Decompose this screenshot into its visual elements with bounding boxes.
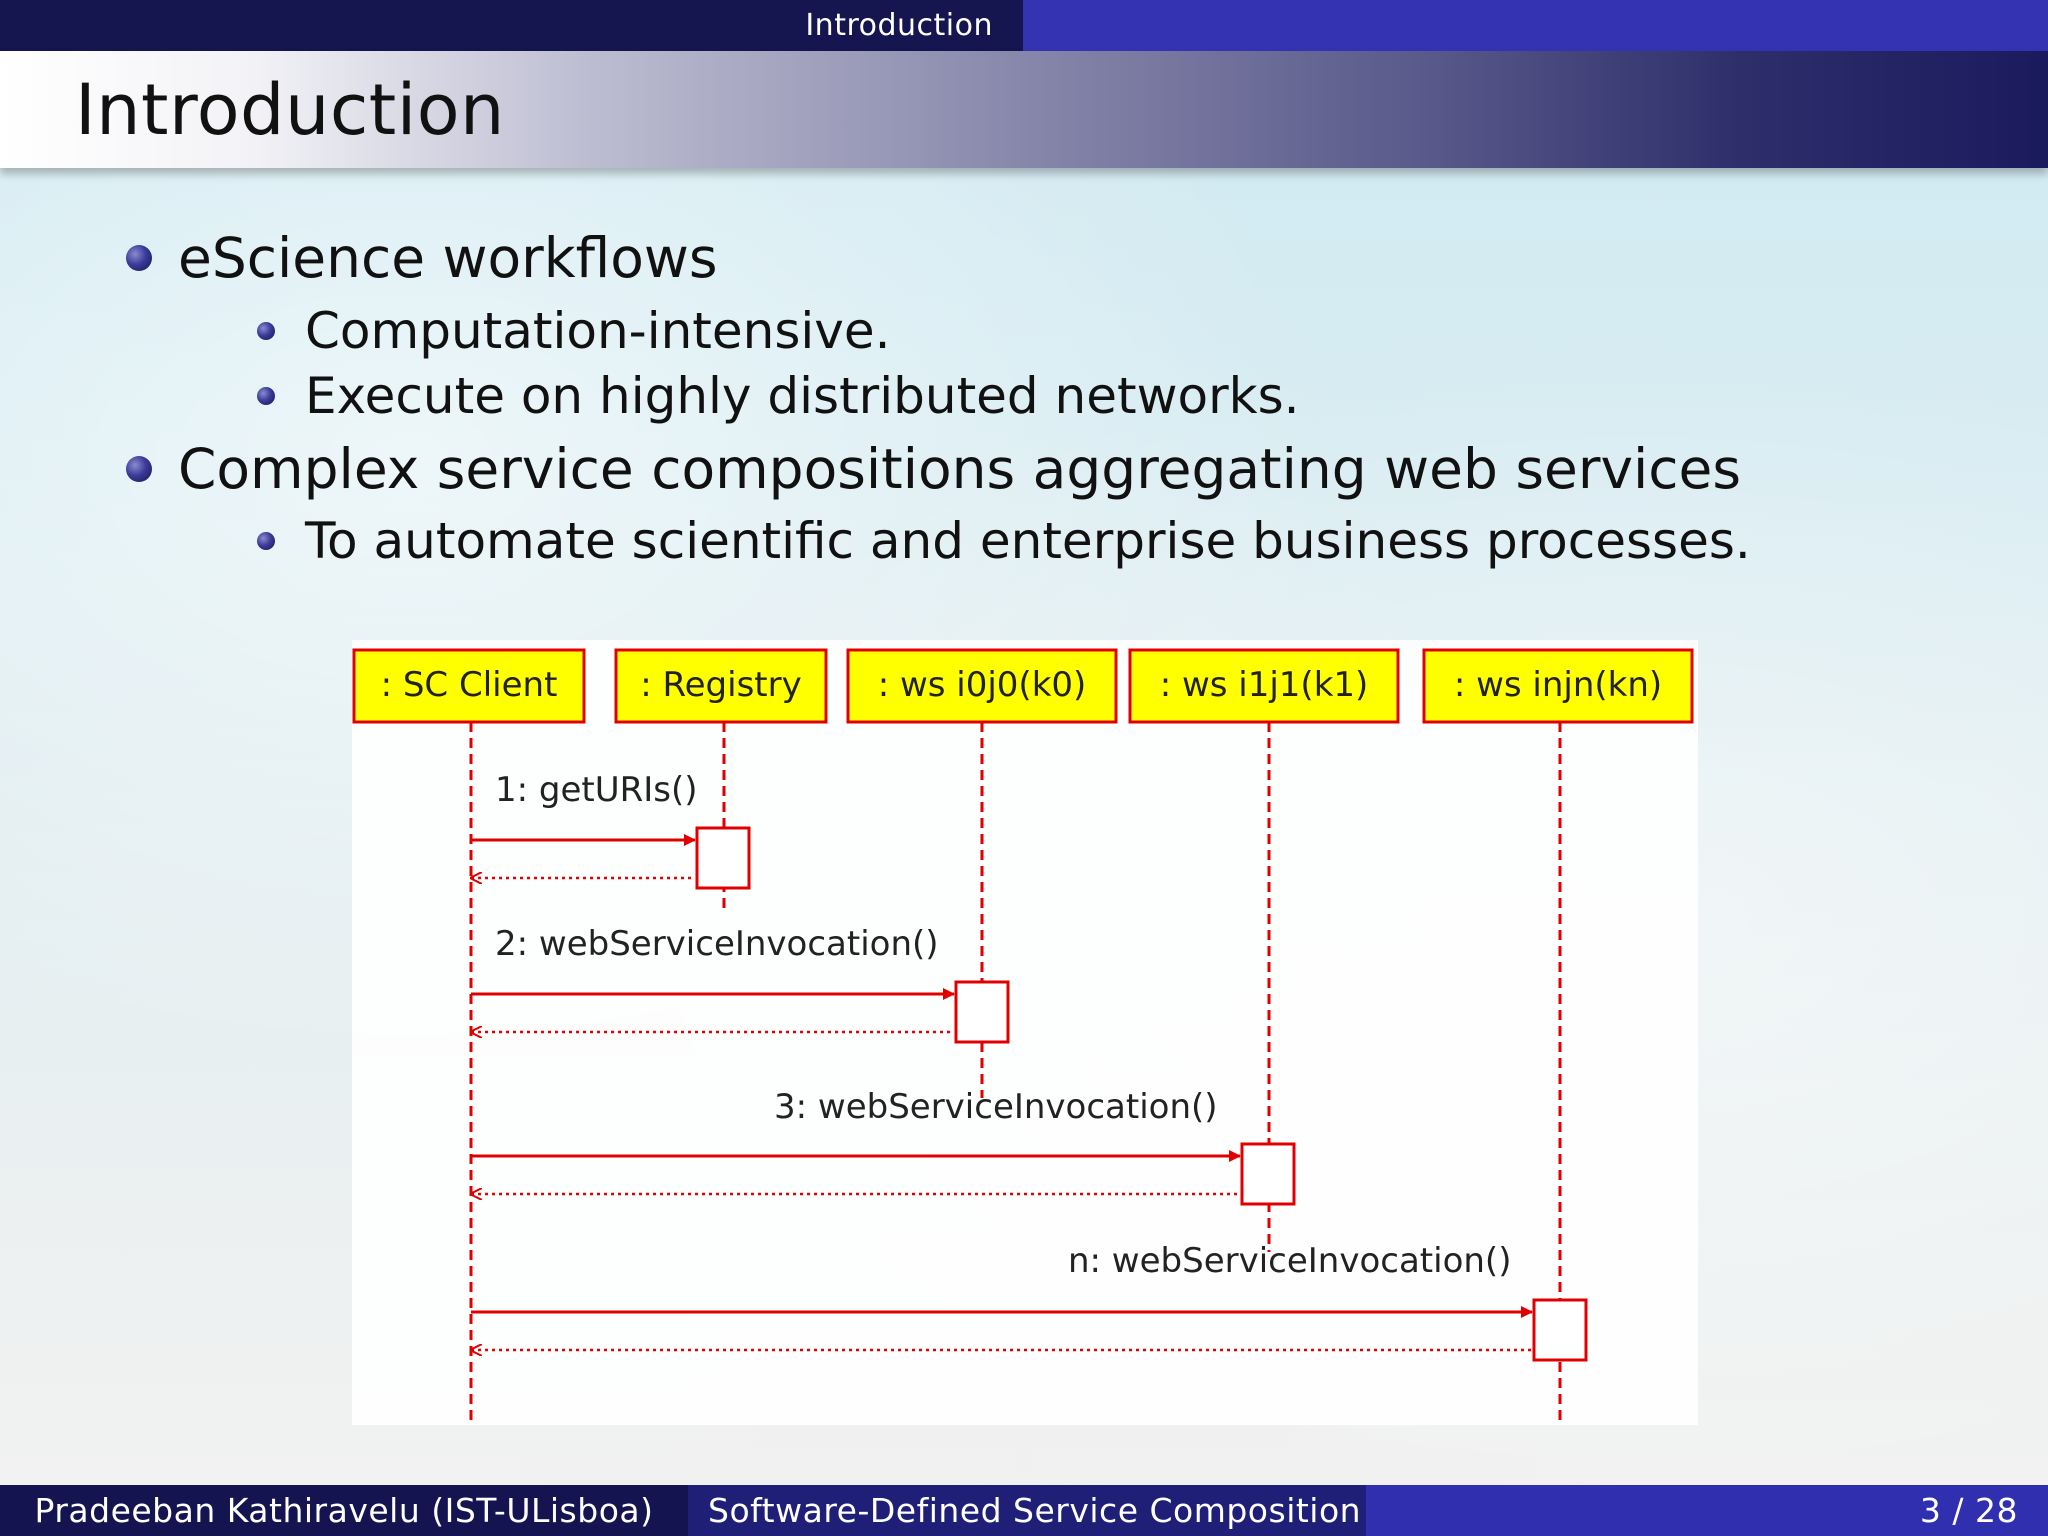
message-label: n: webServiceInvocation() (1068, 1241, 1511, 1281)
lifeline-label: : ws injn(kn) (1454, 665, 1662, 705)
sub-bullet-text: Computation-intensive. (305, 302, 891, 360)
message-label: 1: getURIs() (495, 770, 698, 810)
nav-section-label: Introduction (805, 8, 993, 43)
activation-box (954, 980, 1010, 1044)
footer-title-section[interactable]: Software-Defined Service Composition (688, 1485, 1366, 1536)
sub-bullet-text: To automate scientific and enterprise bu… (305, 512, 1751, 570)
footer-bar: Pradeeban Kathiravelu (IST-ULisboa) Soft… (0, 1485, 2048, 1536)
footer-author-section[interactable]: Pradeeban Kathiravelu (IST-ULisboa) (0, 1485, 688, 1536)
activation-box (695, 826, 751, 890)
lifeline-ws-n: : ws injn(kn) (1422, 648, 1694, 724)
lifeline-lines (469, 722, 1562, 1425)
lifeline-registry: : Registry (614, 648, 828, 724)
sequence-diagram-svg: : SC Client : Registry : ws i0j0(k0) : w… (352, 648, 1694, 1425)
lifeline-label: : SC Client (381, 665, 558, 705)
nav-section-filler (1023, 0, 2048, 51)
bullet-text: Complex service compositions aggregating… (178, 437, 1742, 501)
activation-box (1240, 1142, 1296, 1206)
footer-author: Pradeeban Kathiravelu (IST-ULisboa) (34, 1491, 654, 1530)
message-label: 2: webServiceInvocation() (495, 924, 939, 964)
message-label: 3: webServiceInvocation() (774, 1087, 1218, 1127)
bullet-icon (257, 532, 275, 550)
footer-page-number: 3 / 28 (1919, 1491, 2018, 1530)
footer-page-section: 3 / 28 (1366, 1485, 2048, 1536)
bullet-icon (257, 387, 275, 405)
bullet-icon (126, 456, 152, 482)
sequence-diagram: : SC Client : Registry : ws i0j0(k0) : w… (352, 640, 1698, 1425)
bullet-text: eScience workflows (178, 226, 718, 290)
lifeline-label: : ws i0j0(k0) (878, 665, 1087, 705)
footer-talk-title: Software-Defined Service Composition (708, 1491, 1362, 1530)
lifeline-label: : Registry (640, 665, 801, 705)
lifeline-ws-0: : ws i0j0(k0) (846, 648, 1118, 724)
top-navigation-bar: Introduction (0, 0, 2048, 51)
bullet-icon (126, 245, 152, 271)
lifeline-client: : SC Client (352, 648, 586, 724)
sub-bullet-item: Computation-intensive. (257, 302, 891, 360)
slide-title: Introduction (75, 69, 505, 151)
activation-box (1532, 1298, 1588, 1362)
sub-bullet-item: To automate scientific and enterprise bu… (257, 512, 1751, 570)
nav-section-current[interactable]: Introduction (0, 0, 1023, 51)
lifeline-label: : ws i1j1(k1) (1160, 665, 1369, 705)
bullet-item: eScience workflows (126, 226, 718, 290)
lifeline-ws-1: : ws i1j1(k1) (1128, 648, 1400, 724)
bullet-item: Complex service compositions aggregating… (126, 437, 1741, 501)
title-bar: Introduction (0, 51, 2048, 168)
sub-bullet-text: Execute on highly distributed networks. (305, 367, 1300, 425)
sub-bullet-item: Execute on highly distributed networks. (257, 367, 1300, 425)
bullet-icon (257, 322, 275, 340)
